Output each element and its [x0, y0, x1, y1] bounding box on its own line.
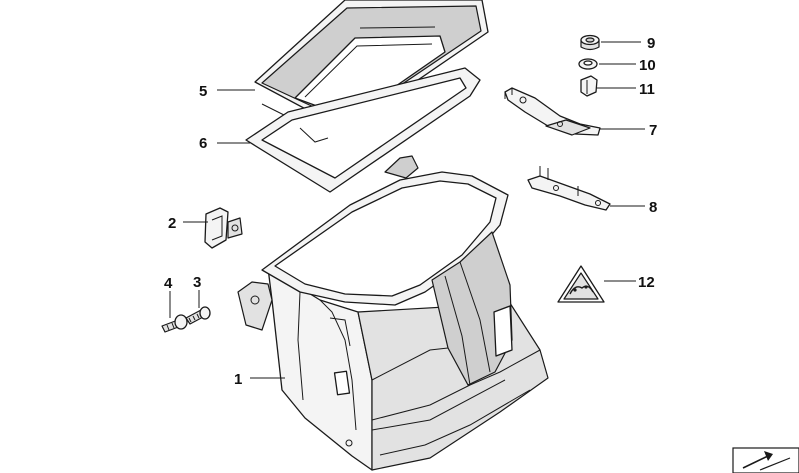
- leader-lines: [169, 41, 645, 379]
- callout-12: 12: [638, 274, 655, 291]
- diagonal-arrow-icon[interactable]: [732, 447, 799, 473]
- trim-frame-part-5: [254, 0, 489, 135]
- callout-7: 7: [649, 122, 657, 139]
- bracket-part-8: [527, 166, 611, 211]
- gasket-frame-part-6: [245, 67, 481, 193]
- clip-bracket-part-2: [204, 207, 243, 249]
- callout-5: 5: [199, 83, 207, 100]
- console-housing-part-1: [237, 155, 549, 471]
- callout-4: 4: [164, 275, 173, 292]
- callout-11: 11: [639, 81, 655, 98]
- mounting-bracket-part-7: [504, 87, 601, 136]
- callout-3: 3: [193, 274, 201, 291]
- callout-1: 1: [234, 371, 242, 388]
- washer-part-10: [578, 58, 598, 70]
- rubber-buffer-part-9: [580, 34, 600, 51]
- callout-9: 9: [647, 35, 655, 52]
- callout-labels: 5 6 2 4 3 1 9 10 11 7 8 12: [164, 35, 657, 388]
- callout-8: 8: [649, 199, 657, 216]
- clip-nut-part-11: [580, 75, 598, 97]
- callout-6: 6: [199, 135, 207, 152]
- warning-label-part-12: [557, 265, 605, 303]
- callout-2: 2: [168, 215, 176, 232]
- callout-10: 10: [639, 57, 656, 74]
- bolt-part-4: [161, 314, 188, 333]
- screw-part-3: [185, 306, 211, 325]
